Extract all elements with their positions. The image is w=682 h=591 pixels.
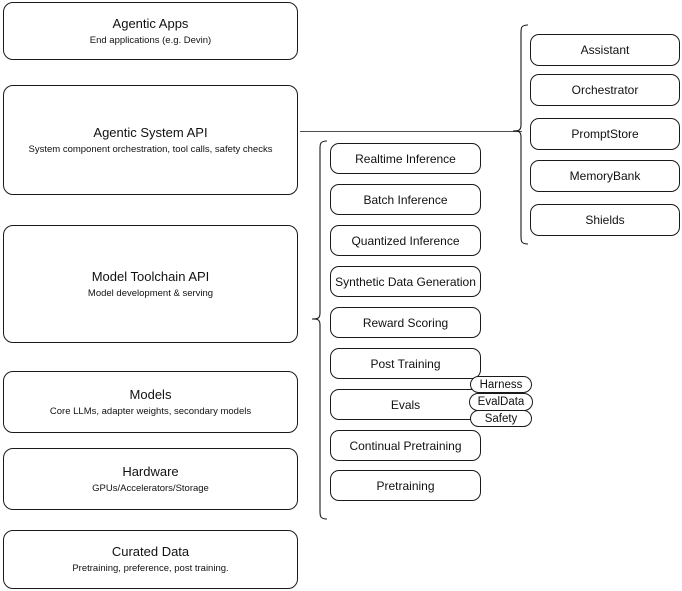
layer-box-agentic-apps[interactable]: Agentic Apps End applications (e.g. Devi… [3, 2, 298, 60]
eval-pill-safety[interactable]: Safety [470, 410, 532, 427]
eval-pill-label: Harness [479, 378, 523, 391]
component-label: PromptStore [571, 127, 639, 141]
component-box-reward-scoring[interactable]: Reward Scoring [330, 307, 481, 338]
layer-subtitle: Pretraining, preference, post training. [72, 563, 229, 574]
component-label: Synthetic Data Generation [335, 274, 476, 289]
layer-subtitle: GPUs/Accelerators/Storage [92, 482, 209, 494]
eval-pill-label: EvalData [477, 396, 525, 408]
component-label: MemoryBank [569, 169, 641, 183]
layer-subtitle: Core LLMs, adapter weights, secondary mo… [49, 405, 252, 417]
layer-title: Models [129, 386, 172, 402]
component-box-memorybank[interactable]: MemoryBank [530, 160, 680, 192]
component-label: Quantized Inference [351, 233, 460, 248]
layer-title: Agentic Apps [112, 15, 189, 31]
component-label: Assistant [580, 43, 630, 57]
component-label: Pretraining [376, 478, 435, 493]
layer-subtitle: System component orchestration, tool cal… [28, 143, 273, 155]
component-box-evals[interactable]: Evals [330, 389, 481, 420]
component-label: Batch Inference [363, 192, 448, 207]
layer-title: Model Toolchain API [91, 268, 210, 284]
layer-box-models[interactable]: Models Core LLMs, adapter weights, secon… [3, 371, 298, 433]
eval-pill-label: Safety [484, 412, 518, 425]
component-label: Evals [390, 397, 421, 412]
component-box-promptstore[interactable]: PromptStore [530, 118, 680, 150]
layer-title: Curated Data [111, 544, 190, 559]
component-label: Reward Scoring [362, 315, 449, 330]
connector-system-api-to-components [300, 131, 522, 132]
component-box-continual-pretraining[interactable]: Continual Pretraining [330, 430, 481, 461]
component-label: Continual Pretraining [349, 438, 462, 453]
component-label: Post Training [370, 356, 441, 371]
layer-subtitle: End applications (e.g. Devin) [89, 34, 212, 46]
layer-box-agentic-system-api[interactable]: Agentic System API System component orch… [3, 85, 298, 195]
layer-box-hardware[interactable]: Hardware GPUs/Accelerators/Storage [3, 448, 298, 510]
brace-toolchain-components [311, 140, 328, 520]
layer-title: Agentic System API [93, 124, 208, 140]
component-box-synthetic-data-generation[interactable]: Synthetic Data Generation [330, 266, 481, 297]
layer-box-model-toolchain-api[interactable]: Model Toolchain API Model development & … [3, 225, 298, 343]
component-box-realtime-inference[interactable]: Realtime Inference [330, 143, 481, 174]
component-box-post-training[interactable]: Post Training [330, 348, 481, 379]
layer-box-curated-data[interactable]: Curated Data Pretraining, preference, po… [3, 530, 298, 589]
component-box-assistant[interactable]: Assistant [530, 34, 680, 66]
component-label: Shields [585, 213, 625, 227]
component-box-pretraining[interactable]: Pretraining [330, 470, 481, 501]
layer-title: Hardware [122, 463, 179, 479]
component-label: Orchestrator [571, 83, 639, 97]
component-box-quantized-inference[interactable]: Quantized Inference [330, 225, 481, 256]
component-box-orchestrator[interactable]: Orchestrator [530, 74, 680, 106]
component-box-shields[interactable]: Shields [530, 204, 680, 236]
brace-agentic-components [512, 24, 529, 245]
eval-pill-harness[interactable]: Harness [470, 376, 532, 393]
component-box-batch-inference[interactable]: Batch Inference [330, 184, 481, 215]
layer-subtitle: Model development & serving [87, 287, 214, 299]
component-label: Realtime Inference [355, 151, 456, 166]
eval-pill-evaldata[interactable]: EvalData [469, 393, 533, 411]
